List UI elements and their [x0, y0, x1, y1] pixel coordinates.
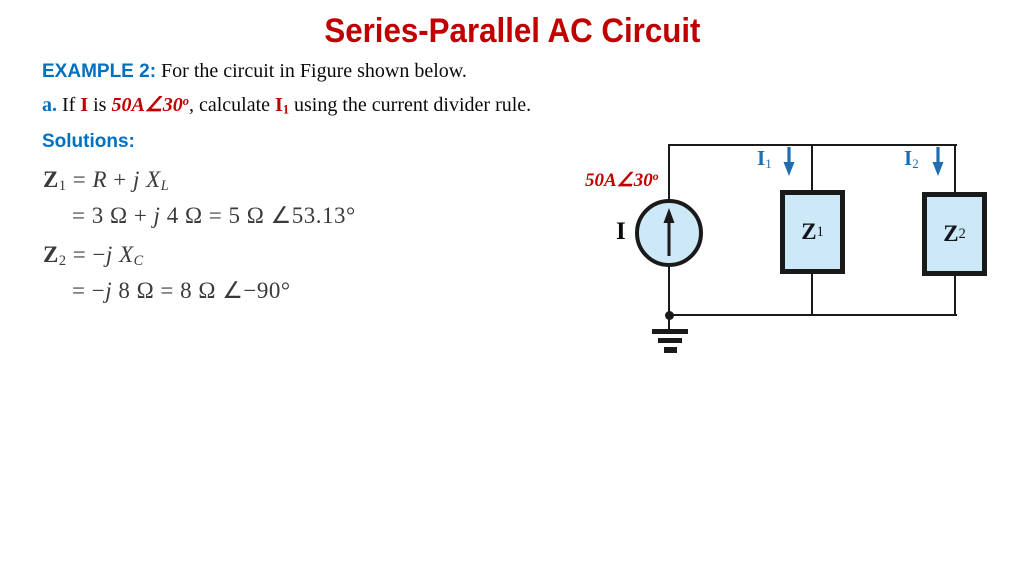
- wire-ground-stub: [668, 314, 670, 331]
- example-text: For the circuit in Figure shown below.: [156, 60, 467, 82]
- source-value-label: 50A∠30o: [585, 170, 659, 191]
- ground-bar-short: [663, 347, 677, 353]
- source-name-label: I: [616, 218, 626, 245]
- ground-bar-medium: [658, 338, 682, 343]
- current-i2-label: I2: [904, 146, 919, 171]
- question-line: a. If I is 50A∠30o, calculate I1 using t…: [42, 93, 532, 117]
- example-label: EXAMPLE 2:: [42, 61, 157, 82]
- solutions-heading: Solutions:: [42, 131, 135, 152]
- current-arrow-up-icon: [661, 208, 677, 258]
- equation-z1-definition: Z1 = R + j XL: [43, 167, 170, 195]
- equation-z2-value: = −j 8 Ω = 8 Ω ∠−90°: [72, 278, 291, 303]
- ground-icon: [650, 329, 690, 353]
- page-title: Series-Parallel AC Circuit: [323, 12, 701, 50]
- i1-down-arrow-icon: [781, 146, 797, 177]
- equation-z2-definition: Z2 = −j XC: [43, 242, 144, 270]
- example-statement: EXAMPLE 2: For the circuit in Figure sho…: [42, 60, 467, 83]
- current-source-symbol: [635, 199, 703, 267]
- ground-bar-long: [652, 329, 688, 334]
- junction-node-dot: [665, 311, 674, 320]
- title-bar: Series-Parallel AC Circuit: [0, 12, 1024, 51]
- i2-down-arrow-icon: [930, 146, 946, 177]
- current-i1-label: I1: [757, 146, 772, 171]
- equation-z1-value: = 3 Ω + j 4 Ω = 5 Ω ∠53.13°: [72, 203, 356, 228]
